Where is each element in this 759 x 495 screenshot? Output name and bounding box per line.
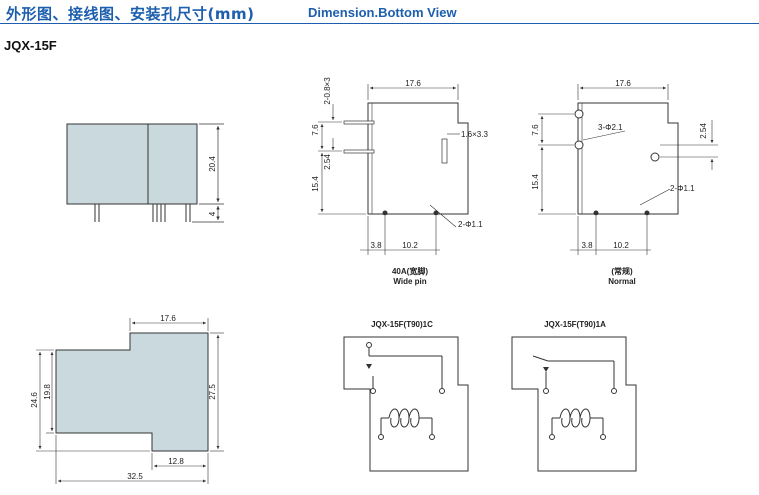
normal-caption-cn: (常规) — [611, 266, 633, 276]
wide-pin-view — [318, 84, 469, 255]
schematic-1c-label: JQX-15F(T90)1C — [371, 320, 433, 329]
wide-offset-76-label: 7.6 — [311, 124, 320, 136]
side-height-label: 20.4 — [208, 156, 217, 172]
outline-top-label: 17.6 — [160, 314, 176, 323]
wide-height-label: 15.4 — [311, 176, 320, 192]
wide-pitch-b-label: 10.2 — [402, 241, 418, 250]
normal-width-label: 17.6 — [615, 79, 631, 88]
title-english: Dimension.Bottom View — [308, 5, 457, 20]
model-name: JQX-15F — [4, 38, 57, 53]
normal-pitch-b-label: 10.2 — [613, 241, 629, 250]
schematic-1a-label: JQX-15F(T90)1A — [544, 320, 606, 329]
normal-hole-label: 2-Φ1.1 — [670, 184, 695, 193]
outline-left-outer-label: 24.6 — [30, 392, 39, 408]
wide-width-label: 17.6 — [405, 79, 421, 88]
normal-pitch-a-label: 3.8 — [581, 241, 593, 250]
wide-offset-254-label: 2.54 — [323, 154, 332, 170]
wide-caption-cn: 40A(宽脚) — [392, 266, 428, 276]
wide-hole-label: 2-Φ1.1 — [458, 220, 483, 229]
normal-offset-76-label: 7.6 — [531, 124, 540, 136]
normal-height-label: 15.4 — [531, 174, 540, 190]
wide-slot-label: 1.6×3.3 — [461, 130, 488, 139]
side-pin-label: 4 — [208, 211, 217, 216]
schematic-1a — [511, 336, 637, 472]
side-view — [66, 123, 224, 223]
outline-view — [36, 318, 224, 484]
outline-bottom-inner-label: 12.8 — [168, 457, 184, 466]
outline-right-label: 27.5 — [208, 384, 217, 400]
normal-hole-top-label: 3-Φ2.1 — [598, 123, 623, 132]
title-chinese: 外形图、接线图、安装孔尺寸(mm) — [6, 5, 255, 23]
normal-offset-254-label: 2.54 — [699, 123, 708, 139]
wide-pitch-a-label: 3.8 — [370, 241, 382, 250]
normal-view — [538, 84, 718, 255]
header: 外形图、接线图、安装孔尺寸(mm) Dimension.Bottom View — [0, 0, 759, 24]
normal-caption-en: Normal — [608, 277, 636, 286]
schematic-1c — [343, 336, 469, 472]
outline-bottom-label: 32.5 — [127, 472, 143, 481]
outline-left-inner-label: 19.8 — [43, 384, 52, 400]
wide-caption-en: Wide pin — [393, 277, 426, 286]
header-rule — [0, 23, 759, 24]
wide-pin-spacing-label: 2-0.8×3 — [323, 77, 332, 105]
